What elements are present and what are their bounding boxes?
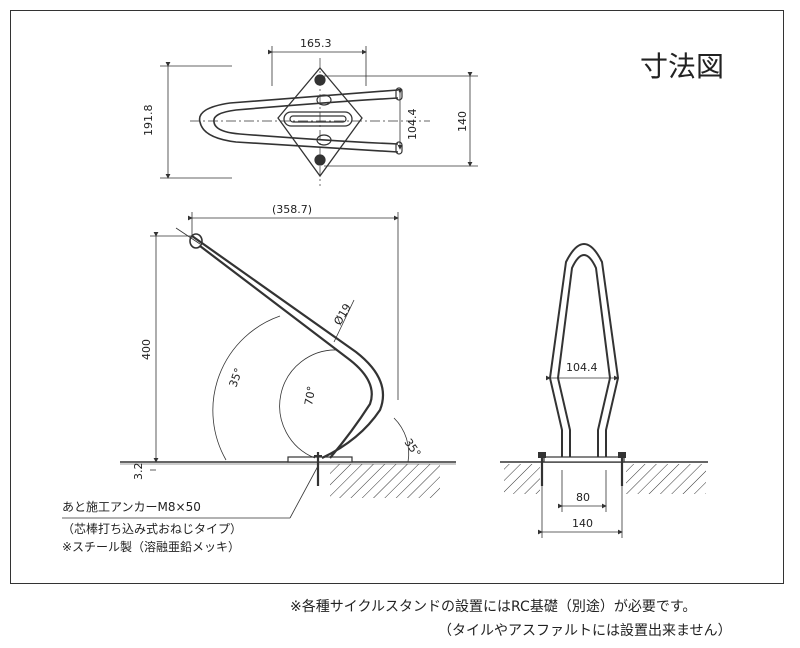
front-view [500, 243, 708, 494]
footer-note-1: ※各種サイクルスタンドの設置にはRC基礎（別途）が必要です。 [290, 599, 697, 615]
side-length-dim: (358.7) [272, 203, 312, 216]
anchor-note-2: （芯棒打ち込み式おねじタイプ） [62, 522, 243, 536]
top-view [190, 58, 430, 186]
side-angle-c: 35° [402, 436, 424, 459]
side-diameter: Ø19 [331, 301, 354, 327]
top-height-dim: 191.8 [142, 105, 155, 137]
side-base-dim: 3.2 [132, 463, 145, 481]
front-inner-base-dim: 80 [576, 491, 590, 504]
front-outer-base-dim: 140 [572, 517, 593, 530]
top-width-dim: 165.3 [300, 37, 332, 50]
front-width-dim: 104.4 [566, 361, 598, 374]
side-view-dimensions [150, 212, 410, 471]
drawing-title: 寸法図 [640, 50, 724, 83]
top-view-dimensions [160, 46, 478, 179]
top-right-dim: 140 [456, 111, 469, 132]
side-view [120, 227, 456, 498]
footer-note-2: （タイルやアスファルトには設置出来ません） [438, 623, 732, 639]
top-inner-dim: 104.4 [406, 109, 419, 141]
side-height-dim: 400 [140, 339, 153, 360]
drawing-frame [10, 10, 784, 584]
anchor-note-3: ※スチール製（溶融亜鉛メッキ） [62, 540, 241, 554]
side-angle-b: 70° [302, 385, 318, 406]
side-angle-a: 35° [227, 366, 246, 389]
anchor-note-1: あと施工アンカーM8×50 [62, 500, 201, 514]
front-view-dimensions [62, 375, 623, 538]
